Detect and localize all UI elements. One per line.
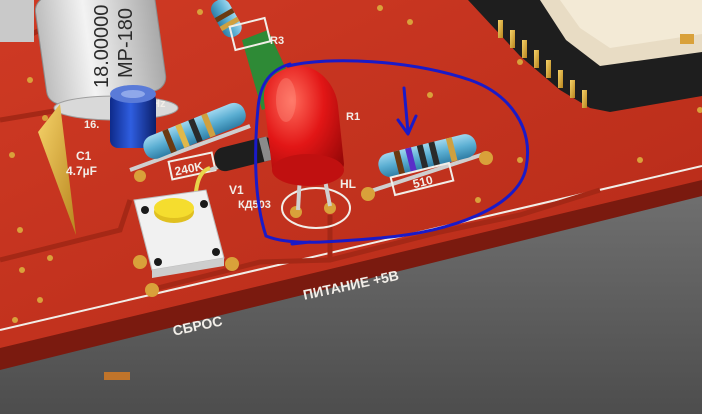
reset-button [133,189,225,278]
red-led [263,66,344,186]
crystal-model-label: MP-180 [115,8,137,78]
vias [9,5,702,323]
cap-name-label: C1 [76,149,92,163]
diode-name-label: V1 [229,183,244,197]
r1-label: R1 [346,111,360,123]
led-pad-1 [290,206,302,218]
crystal-freq-label: 18.00000 [91,5,113,88]
button-pads [133,170,239,297]
cap-value-label: 4.7µF [66,164,97,178]
resistor-240k [129,102,251,172]
resistor-510-outline [389,161,455,197]
gold-cone [38,104,76,235]
resistor-510 [361,134,493,201]
resistor-510-label: 510 [411,173,434,192]
led-pad-2 [324,202,336,214]
annotation-circle [254,59,529,246]
traces [0,27,601,293]
top-left-module [0,0,34,42]
r3-label: R3 [270,35,284,47]
bottom-tab [104,372,130,380]
led-footprint [281,187,351,229]
capacitor-c1 [110,85,156,148]
board-edge [0,178,702,370]
r3-outline [228,16,272,52]
resistor-240k-label: 240K [173,159,204,179]
led-name-label: HL [340,177,356,191]
resistor-240k-outline [167,151,217,181]
resistor-r3 [210,0,242,38]
annotation-arrow [396,86,418,136]
diode-part-label: КД503 [238,199,271,211]
ic-socket [468,0,702,112]
freq-fragment-label: 16. [84,119,99,131]
